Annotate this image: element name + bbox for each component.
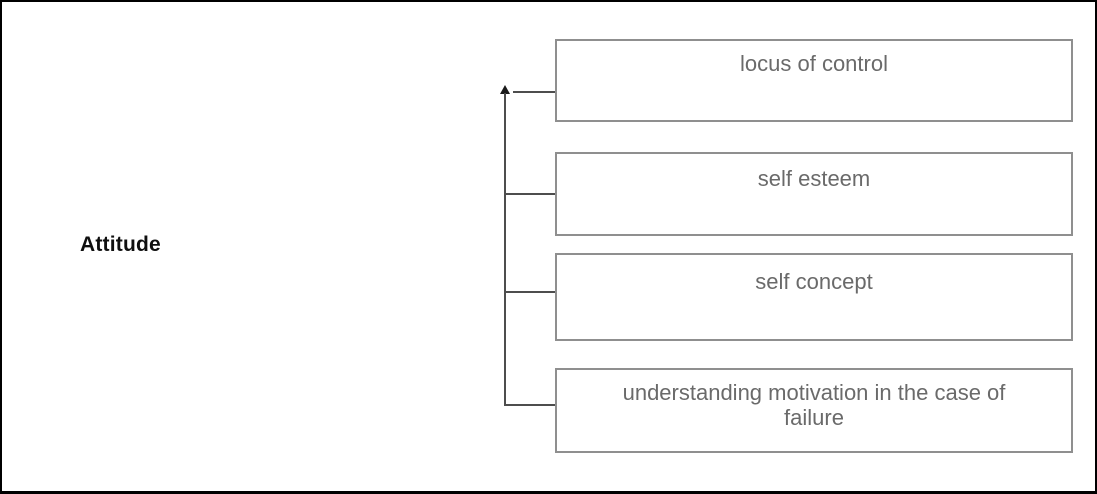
box-label: locus of control	[740, 51, 888, 76]
connector-branch-line-understanding-motivation	[505, 404, 558, 406]
box-locus-of-control: locus of control	[555, 39, 1073, 122]
connector-branch-line-self-concept	[505, 291, 557, 293]
root-label-attitude: Attitude	[80, 233, 161, 256]
box-self-concept: self concept	[555, 253, 1073, 341]
arrow-up-icon	[500, 85, 510, 94]
box-self-esteem: self esteem	[555, 152, 1073, 236]
box-label: self concept	[755, 269, 873, 294]
connector-trunk-line	[504, 93, 506, 406]
connector-branch-line-self-esteem	[505, 193, 557, 195]
box-label: understanding motivation in the case of …	[622, 380, 1006, 430]
box-label: self esteem	[757, 166, 871, 191]
box-understanding-motivation-failure: understanding motivation in the case of …	[555, 368, 1073, 453]
connector-branch-line-locus-of-control	[513, 91, 565, 93]
